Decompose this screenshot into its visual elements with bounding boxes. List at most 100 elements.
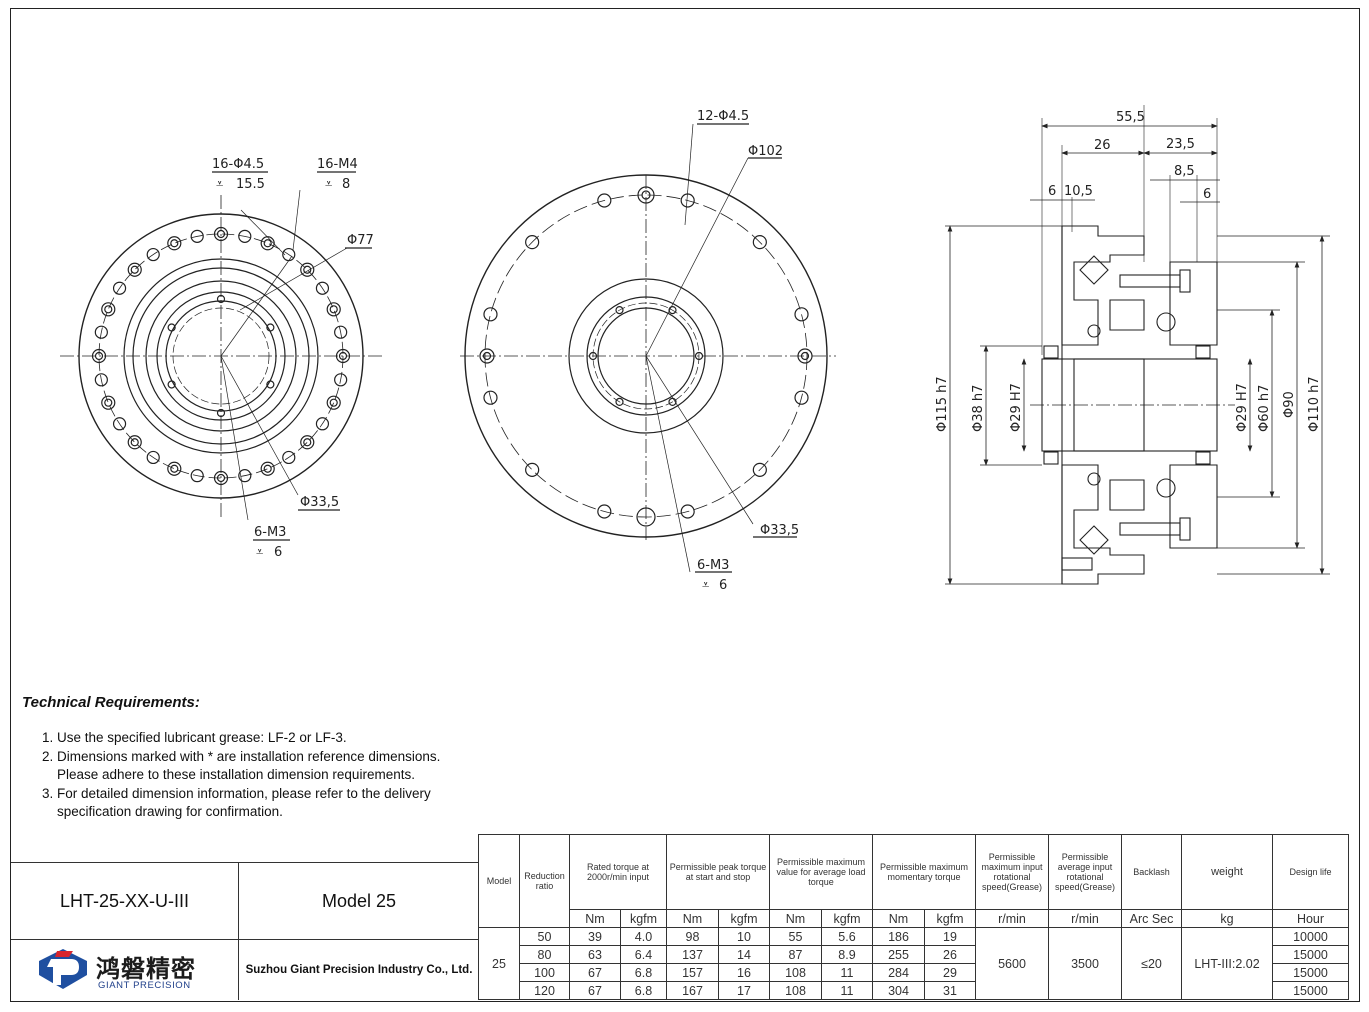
bolt-hole [694, 351, 704, 361]
dim-dia-60: Φ60 h7 [1257, 385, 1272, 432]
hdr-max-speed: Permissible maximum input rotational spe… [975, 834, 1049, 910]
life-cell: 15000 [1272, 945, 1349, 964]
bolt-hole [146, 450, 160, 465]
weight-cell: LHT-III:2.02 [1181, 927, 1273, 1000]
lv-thread-callout: 16-M4 [317, 157, 358, 172]
lv-pcd: Φ77 [347, 233, 374, 248]
model-name: Model 25 [239, 862, 479, 940]
bolt-hole [190, 229, 204, 243]
mom-nm-cell: 255 [872, 945, 925, 964]
bolt-hole [680, 504, 695, 519]
bolt-hole [483, 390, 498, 405]
bolt-hole-inner [104, 305, 113, 314]
bolt-hole [260, 236, 275, 251]
bolt-hole [91, 348, 107, 364]
table-row: 120 67 6.8 167 17 108 11 304 31 15000 [479, 981, 1349, 1000]
mv-bore-thread-depth: 6 [719, 578, 727, 593]
mv-bore-pcd: Φ33,5 [760, 523, 799, 538]
title-block: LHT-25-XX-U-III Model 25 鸿磐精密 GIANT PREC… [11, 862, 479, 1000]
bolt-hole [794, 307, 809, 322]
left-view-labels: 16-Φ4.5 ⩡ 15.5 16-M4 ⩡ 8 Φ77 Φ33,5 6-M3 … [212, 157, 374, 560]
bolt-hole [668, 397, 677, 406]
company-logo: 鸿磐精密 GIANT PRECISION [11, 939, 239, 1000]
hdr-ratio: Reduction ratio [519, 834, 570, 928]
bolt-hole [101, 395, 116, 410]
dim-23-5: 23,5 [1166, 137, 1195, 152]
left-view-bolt-holes [91, 226, 351, 486]
depth-symbol-icon: ⩡ [325, 177, 332, 192]
dim-dia-29-left: Φ29 H7 [1009, 383, 1024, 432]
mv-outer-pcd: Φ102 [748, 144, 783, 159]
unit-cell: r/min [1048, 909, 1122, 928]
part-number: LHT-25-XX-U-III [11, 862, 239, 940]
rated-nm-cell: 67 [569, 981, 621, 1000]
life-cell: 15000 [1272, 981, 1349, 1000]
peak-nm-cell: 98 [666, 927, 719, 946]
mv-holes-callout: 12-Φ4.5 [697, 109, 749, 124]
dim-26: 26 [1094, 138, 1111, 153]
left-end-view [60, 171, 382, 541]
dim-dia-110: Φ110 h7 [1307, 376, 1322, 432]
bolt-hole [326, 395, 341, 410]
peak-nm-cell: 157 [666, 963, 719, 982]
rated-kgfm-cell: 6.8 [620, 981, 667, 1000]
hdr-avg-speed: Permissible average input rotational spe… [1048, 834, 1122, 910]
unit-cell: kgfm [821, 909, 873, 928]
unit-cell: Nm [872, 909, 925, 928]
lv-bore-thread-depth: 6 [274, 545, 282, 560]
middle-view-inner-holes [588, 306, 704, 406]
bolt-hole [315, 281, 330, 295]
bolt-hole-inner [263, 464, 272, 473]
peak-kgfm-cell: 16 [718, 963, 770, 982]
dim-dia-115: Φ115 h7 [935, 376, 950, 432]
section-view [1030, 105, 1235, 585]
mom-kgfm-cell: 19 [924, 927, 976, 946]
section-view-labels: 55,5 26 23,5 8,5 6 6 10,5 Φ115 h7 Φ38 h7… [935, 110, 1322, 432]
bolt-hole-inner [94, 351, 104, 361]
mom-kgfm-cell: 31 [924, 981, 976, 1000]
unit-cell: Hour [1272, 909, 1349, 928]
spec-table: Model Reduction ratio Rated torque at 20… [478, 834, 1349, 1000]
bolt-hole-inner [338, 351, 348, 361]
unit-cell: Nm [666, 909, 719, 928]
table-row: 100 67 6.8 157 16 108 11 284 29 15000 [479, 963, 1349, 982]
hdr-momentary: Permissible maximum momentary torque [872, 834, 976, 910]
bolt-hole [483, 307, 498, 322]
dim-dia-90: Φ90 [1282, 391, 1297, 418]
bolt-hole [300, 262, 315, 277]
logo-english-name: GIANT PRECISION [98, 980, 191, 991]
dim-8-5: 8,5 [1174, 164, 1195, 179]
avg-speed-cell: 3500 [1048, 927, 1122, 1000]
peak-nm-cell: 167 [666, 981, 719, 1000]
requirement-item: Dimensions marked with * are installatio… [57, 748, 482, 785]
middle-view-bolt-holes [483, 193, 809, 519]
depth-symbol-icon: ⩡ [256, 545, 263, 560]
dim-6-right: 6 [1203, 187, 1211, 202]
avg-kgfm-cell: 8.9 [821, 945, 873, 964]
bolt-hole [213, 226, 229, 242]
bolt-hole-inner [130, 265, 139, 274]
logo-mark-icon [39, 949, 87, 989]
mom-nm-cell: 304 [872, 981, 925, 1000]
unit-cell: kgfm [924, 909, 976, 928]
dim-dia-29-right: Φ29 H7 [1235, 383, 1250, 432]
dim-6-left: 6 [1048, 184, 1056, 199]
backlash-cell: ≤20 [1121, 927, 1182, 1000]
bolt-hole [597, 504, 612, 519]
bolt-hole [300, 435, 315, 450]
bolt-hole [101, 302, 116, 317]
bolt-hole [167, 236, 182, 251]
bolt-hole [112, 417, 127, 431]
bolt-hole [266, 323, 275, 332]
bolt-hole [127, 262, 142, 277]
bolt-hole-inner [263, 239, 272, 248]
bolt-hole-inner [216, 473, 226, 483]
depth-symbol-icon: ⩡ [216, 177, 223, 192]
dim-10-5: 10,5 [1064, 184, 1093, 199]
bolt-hole [94, 325, 108, 339]
bolt-hole [127, 435, 142, 450]
hdr-peak: Permissible peak torque at start and sto… [666, 834, 770, 910]
bolt-hole [588, 351, 598, 361]
peak-nm-cell: 137 [666, 945, 719, 964]
